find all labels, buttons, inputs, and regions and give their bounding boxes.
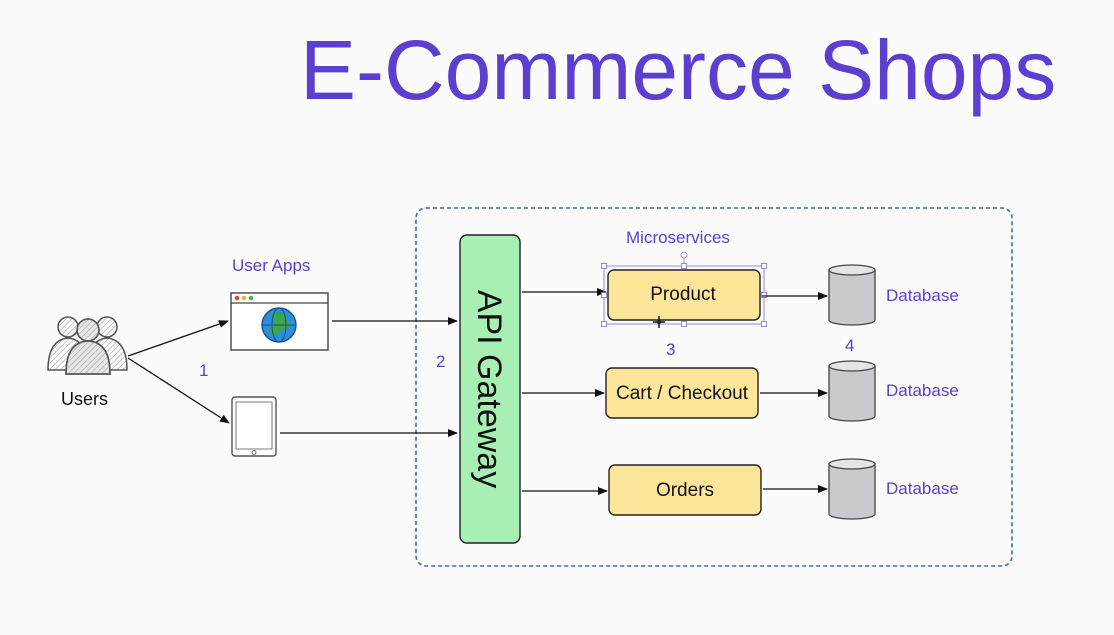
service-cart-checkout[interactable] bbox=[605, 367, 759, 419]
microservices-label: Microservices bbox=[626, 228, 730, 247]
database-icon bbox=[828, 458, 876, 520]
arrow-users-to-browser bbox=[127, 320, 229, 357]
api-gateway bbox=[459, 234, 521, 544]
step-number-4: 4 bbox=[845, 336, 855, 355]
service-orders[interactable] bbox=[608, 464, 762, 516]
page-title: E-Commerce Shops bbox=[300, 23, 1057, 117]
service-product-label: Product bbox=[650, 284, 716, 305]
database-label-cart: Database bbox=[886, 381, 959, 400]
api-gateway-label: API Gateway bbox=[470, 290, 508, 488]
move-cursor-icon bbox=[653, 316, 665, 328]
database-label-orders: Database bbox=[886, 479, 959, 498]
step-number-3: 3 bbox=[666, 340, 676, 359]
globe-icon bbox=[261, 307, 297, 343]
service-product[interactable] bbox=[607, 269, 761, 321]
step-number-1: 1 bbox=[199, 361, 209, 380]
service-cart-checkout-label: Cart / Checkout bbox=[616, 383, 749, 404]
service-orders-label: Orders bbox=[656, 480, 714, 501]
arrow-users-to-tablet bbox=[127, 357, 230, 424]
microservices-boundary bbox=[415, 207, 1013, 567]
database-icon bbox=[828, 360, 876, 422]
tablet-icon bbox=[231, 396, 277, 457]
user-apps-label: User Apps bbox=[232, 256, 311, 275]
step-number-2: 2 bbox=[436, 352, 446, 371]
users-label: Users bbox=[61, 389, 109, 409]
database-icon bbox=[828, 264, 876, 326]
users-icon bbox=[47, 316, 128, 375]
database-label-product: Database bbox=[886, 286, 959, 305]
selection-handles bbox=[601, 251, 767, 327]
